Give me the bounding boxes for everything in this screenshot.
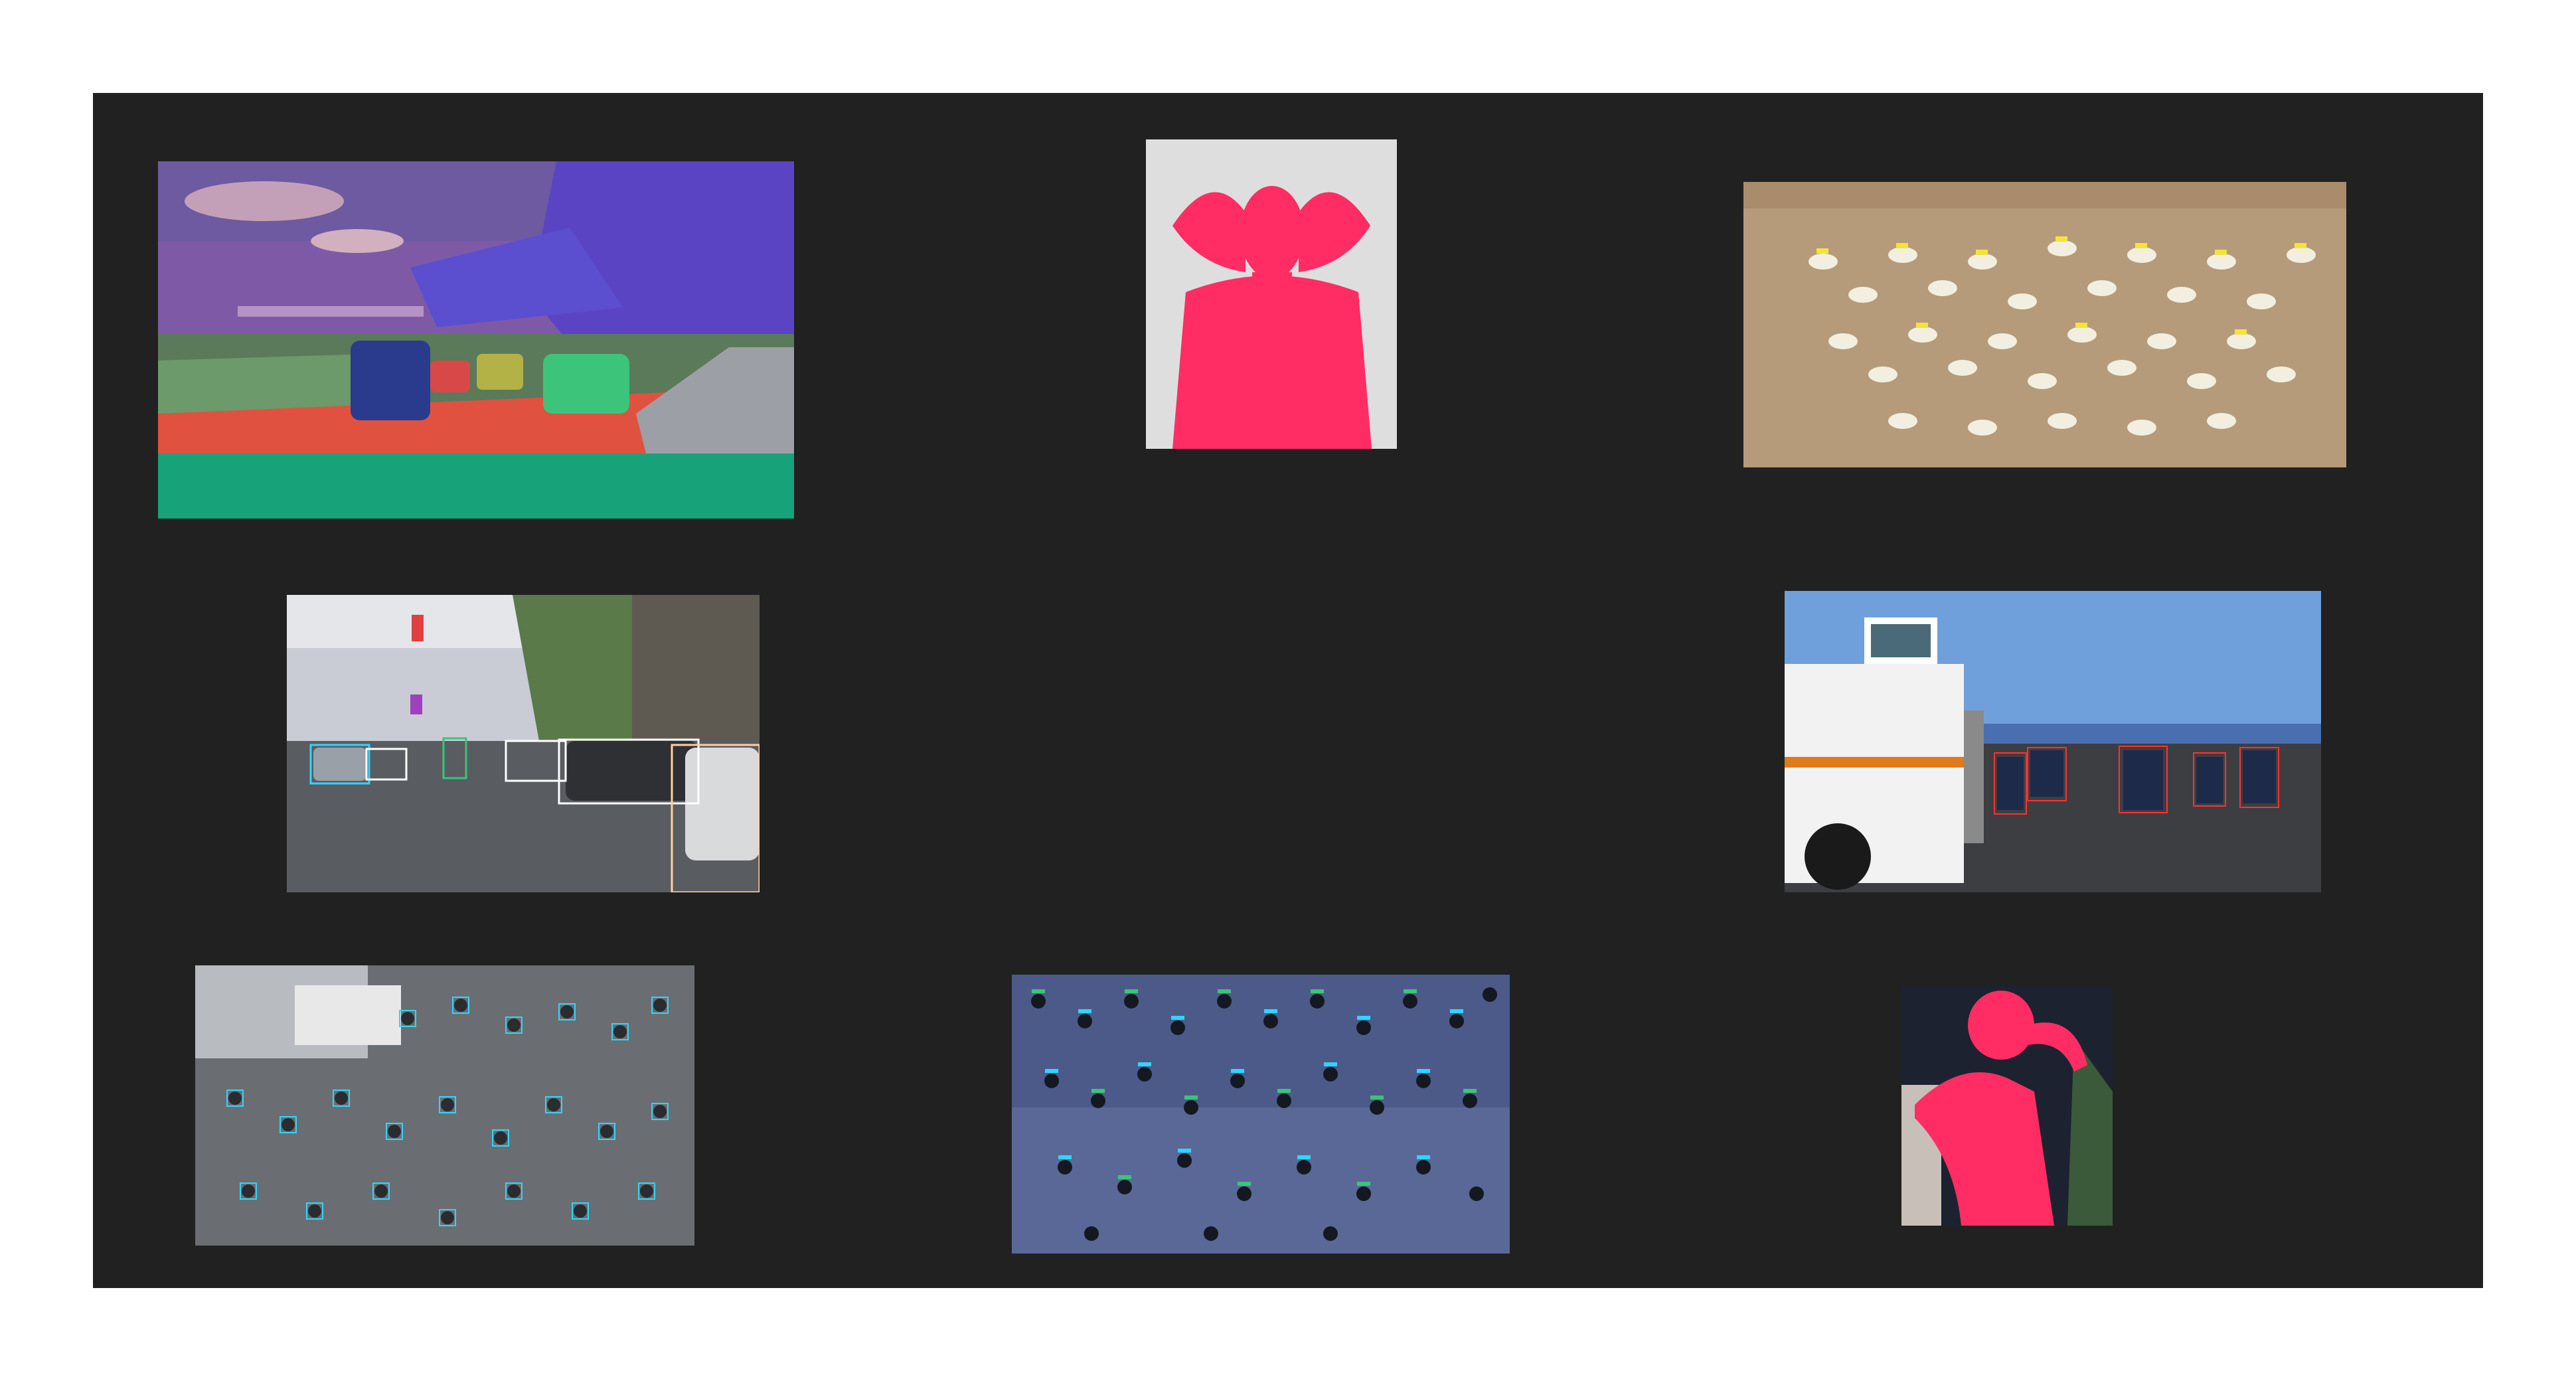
traffic-detection-image	[1785, 591, 2321, 892]
sheep-image	[1743, 182, 2346, 467]
crowd-head-detection-image	[195, 965, 694, 1246]
semantic-segmentation-street-scene	[158, 161, 794, 519]
person-segmentation-image	[1146, 139, 1397, 449]
crowd-image	[195, 965, 694, 1246]
person-segmentation-image-2	[1901, 985, 2113, 1226]
street-scene-image	[158, 161, 794, 519]
person-mask-image-2	[1901, 985, 2113, 1226]
aerial-sheep-detection-image	[1743, 182, 2346, 467]
aerial-crowd-image	[1012, 975, 1510, 1254]
street-detection-image	[287, 595, 760, 892]
street-object-detection-image	[287, 595, 760, 892]
person-mask-image	[1146, 139, 1397, 449]
traffic-vehicle-detection-image	[1785, 591, 2321, 892]
aerial-crowd-detection-image	[1012, 975, 1510, 1254]
gallery-board	[93, 93, 2483, 1288]
